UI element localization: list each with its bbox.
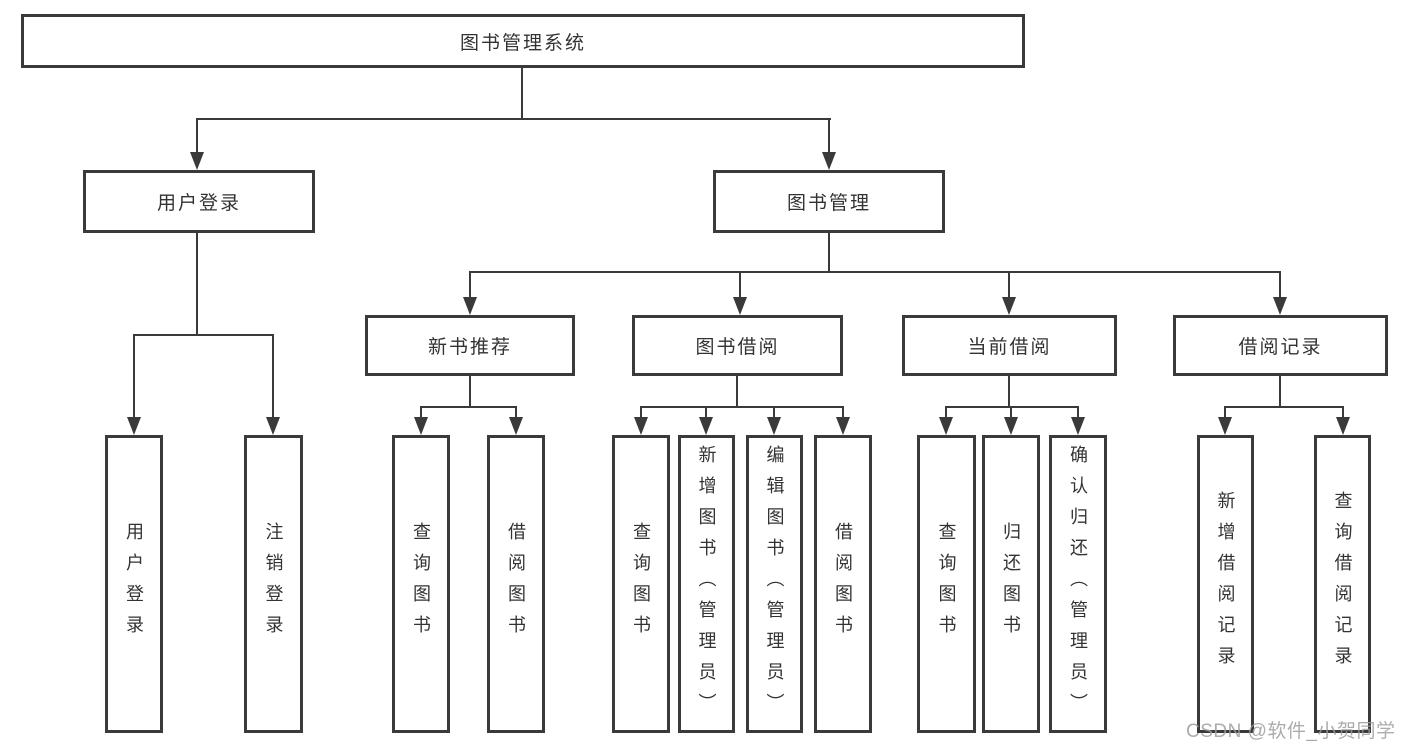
node-leaf-add-books-admin: 新增图书（管理员） xyxy=(678,435,735,733)
node-leaf-edit-books-admin: 编辑图书（管理员） xyxy=(746,435,803,733)
arrowhead-down-icon xyxy=(266,417,280,435)
node-label: 新增借阅记录 xyxy=(1215,491,1236,677)
connector-line xyxy=(469,376,471,408)
connector-line xyxy=(420,406,422,419)
connector-line xyxy=(272,334,274,419)
arrowhead-down-icon xyxy=(634,417,648,435)
node-leaf-user-login: 用户登录 xyxy=(105,435,163,733)
node-label: 图书管理系统 xyxy=(459,32,586,54)
connector-line xyxy=(420,406,517,408)
node-leaf-query-books-2: 查询图书 xyxy=(612,435,670,733)
node-label: 借阅记录 xyxy=(1238,337,1323,358)
connector-line xyxy=(640,406,844,408)
node-borrowing-records: 借阅记录 xyxy=(1173,315,1388,376)
connector-line xyxy=(828,233,830,273)
node-leaf-borrow-books-1: 借阅图书 xyxy=(487,435,545,733)
node-leaf-query-books-1: 查询图书 xyxy=(392,435,450,733)
node-library-management-system: 图书管理系统 xyxy=(21,14,1025,68)
connector-line xyxy=(133,334,274,336)
node-user-login-group: 用户登录 xyxy=(83,170,315,233)
node-label: 图书管理 xyxy=(786,193,871,214)
node-label: 查询借阅记录 xyxy=(1332,491,1353,677)
connector-line xyxy=(640,406,642,419)
node-label: 新增图书（管理员） xyxy=(696,444,717,724)
connector-line xyxy=(1010,406,1012,419)
arrowhead-down-icon xyxy=(463,297,477,315)
connector-line xyxy=(1077,406,1079,419)
connector-line xyxy=(469,271,471,299)
connector-line xyxy=(1224,406,1344,408)
connector-line xyxy=(736,376,738,408)
connector-line xyxy=(515,406,517,419)
arrowhead-down-icon xyxy=(509,417,523,435)
connector-line xyxy=(842,406,844,419)
connector-line xyxy=(828,118,830,156)
arrowhead-down-icon xyxy=(1218,417,1232,435)
connector-line xyxy=(705,406,707,419)
node-label: 用户登录 xyxy=(156,193,241,214)
arrowhead-down-icon xyxy=(1071,417,1085,435)
connector-line xyxy=(1342,406,1344,419)
node-label: 当前借阅 xyxy=(967,337,1052,358)
connector-line xyxy=(1224,406,1226,419)
node-label: 归还图书 xyxy=(1001,522,1021,646)
arrowhead-down-icon xyxy=(414,417,428,435)
node-leaf-query-borrow-record: 查询借阅记录 xyxy=(1314,435,1371,733)
arrowhead-down-icon xyxy=(127,417,141,435)
connector-line xyxy=(945,406,947,419)
arrowhead-down-icon xyxy=(836,417,850,435)
node-label: 查询图书 xyxy=(411,522,431,646)
arrowhead-down-icon xyxy=(190,152,204,170)
connector-line xyxy=(196,118,831,120)
csdn-watermark: CSDN @软件_小贺同学 xyxy=(1186,721,1396,742)
node-label: 借阅图书 xyxy=(506,522,526,646)
node-label: 查询图书 xyxy=(936,522,957,646)
arrowhead-down-icon xyxy=(822,152,836,170)
arrowhead-down-icon xyxy=(1004,417,1018,435)
connector-line xyxy=(196,118,198,156)
node-leaf-return-books: 归还图书 xyxy=(982,435,1040,733)
connector-line xyxy=(521,68,523,120)
node-label: 编辑图书（管理员） xyxy=(764,444,785,724)
connector-line xyxy=(469,271,1281,273)
arrowhead-down-icon xyxy=(699,417,713,435)
node-leaf-borrow-books-2: 借阅图书 xyxy=(814,435,872,733)
node-label: 图书借阅 xyxy=(695,337,780,358)
node-label: 查询图书 xyxy=(631,522,651,646)
node-label: 确认归还（管理员） xyxy=(1068,444,1088,724)
connector-line xyxy=(1008,271,1010,299)
arrowhead-down-icon xyxy=(1336,417,1350,435)
connector-line xyxy=(1008,376,1010,408)
node-leaf-confirm-return-admin: 确认归还（管理员） xyxy=(1049,435,1107,733)
connector-line xyxy=(739,271,741,299)
node-book-management: 图书管理 xyxy=(713,170,945,233)
connector-line xyxy=(1279,271,1281,299)
node-book-borrowing: 图书借阅 xyxy=(632,315,843,376)
node-current-borrowing: 当前借阅 xyxy=(902,315,1117,376)
arrowhead-down-icon xyxy=(1002,297,1016,315)
node-leaf-query-books-3: 查询图书 xyxy=(917,435,976,733)
arrowhead-down-icon xyxy=(733,297,747,315)
node-label: 新书推荐 xyxy=(427,337,512,358)
arrowhead-down-icon xyxy=(939,417,953,435)
arrowhead-down-icon xyxy=(1273,297,1287,315)
connector-line xyxy=(133,334,135,419)
node-label: 用户登录 xyxy=(124,522,144,646)
connector-line xyxy=(1279,376,1281,408)
node-leaf-logout: 注销登录 xyxy=(244,435,303,733)
connector-line xyxy=(196,233,198,336)
connector-line xyxy=(773,406,775,419)
node-new-book-recommendation: 新书推荐 xyxy=(365,315,575,376)
node-leaf-add-borrow-record: 新增借阅记录 xyxy=(1197,435,1254,733)
arrowhead-down-icon xyxy=(767,417,781,435)
node-label: 注销登录 xyxy=(263,522,284,646)
node-label: 借阅图书 xyxy=(833,522,853,646)
